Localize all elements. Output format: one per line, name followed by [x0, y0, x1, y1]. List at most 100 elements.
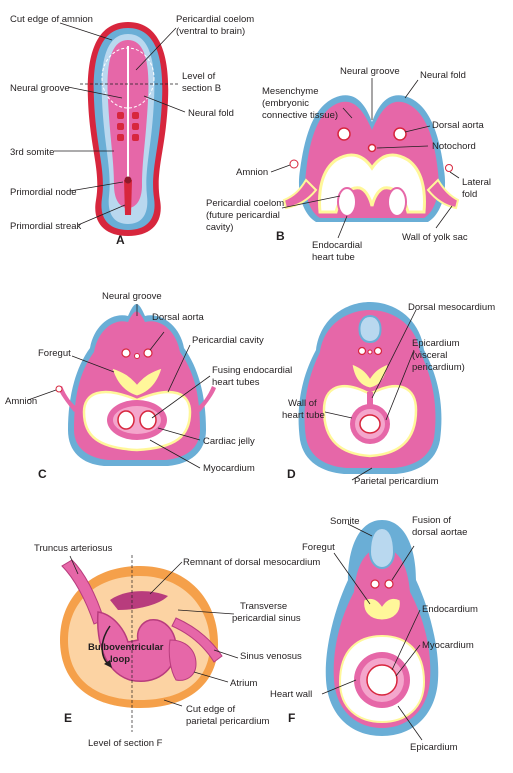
label-neural-groove: Neural groove [102, 291, 162, 302]
leader-line [149, 331, 165, 351]
somites [117, 112, 139, 141]
leader-line [149, 561, 183, 595]
label-epicardium: Epicardium [412, 338, 460, 349]
foregut [363, 597, 401, 621]
leader-line [395, 644, 421, 677]
label-dorsal-aorta: Dorsal aorta [432, 120, 484, 131]
label-endocardium: Endocardium [422, 604, 478, 615]
lateral-folds [282, 178, 460, 210]
label-parietal-pericardium: Parietal pericardium [354, 476, 439, 487]
label-fusing-sub: heart tubes [212, 377, 260, 388]
leader-line [449, 171, 460, 179]
label-pericardial-coelom: Pericardial coelom [176, 14, 254, 25]
label-epicardium: Epicardium [410, 742, 458, 753]
panel-b-leaders [270, 78, 460, 239]
embryonic-disc-shape [80, 22, 178, 236]
label-neural-fold: Neural fold [188, 108, 234, 119]
label-primordial-streak: Primordial streak [10, 221, 82, 232]
panel-d: Dorsal mesocardium Epicardium (visceral … [282, 302, 495, 487]
panel-f: Somite Fusion of dorsal aortae Foregut E… [270, 515, 478, 753]
label-amnion: Amnion [236, 167, 268, 178]
label-fusion-sub: dorsal aortae [412, 527, 467, 538]
panel-letter-e: E [64, 711, 72, 725]
label-fusing: Fusing endocardial [212, 365, 292, 376]
label-pericardial-coelom-sub2: cavity) [206, 222, 233, 233]
amnion-stub-left [289, 159, 299, 169]
primordial-node [124, 176, 132, 184]
sinus-venosus [171, 617, 223, 663]
truncus-arteriosus [61, 559, 105, 625]
dorsal-aorta-right [373, 346, 383, 356]
leader-line [69, 555, 79, 575]
label-epicardium-sub2: pericardium) [412, 362, 465, 373]
leader-line [391, 609, 421, 671]
foregut [351, 363, 389, 389]
panel-c-leaders [27, 304, 211, 469]
leader-line [149, 439, 201, 469]
panel-letter-f: F [288, 711, 295, 725]
label-epicardium-sub: (visceral [412, 350, 447, 361]
amnion-fold-left [58, 386, 78, 412]
pericardial-coelom-outline [101, 47, 155, 109]
somite [132, 134, 139, 141]
loop-arrow [101, 625, 111, 665]
leader-line [347, 523, 373, 537]
label-bulboventricular-sub: loop [110, 654, 130, 665]
loop-arrowhead [104, 660, 112, 668]
leader-line [270, 164, 291, 173]
label-sinus-venosus: Sinus venosus [240, 651, 302, 662]
dorsal-aorta-left [357, 346, 367, 356]
label-cut-edge: Cut edge of [186, 704, 235, 715]
label-transverse-sinus: Transverse [240, 601, 287, 612]
leader-line [321, 679, 357, 695]
leader-line [67, 86, 123, 99]
label-level-section-b-sub: section B [182, 83, 221, 94]
somite [117, 123, 124, 130]
label-remnant-mesocardium: Remnant of dorsal mesocardium [183, 557, 320, 568]
label-dorsal-aorta: Dorsal aorta [152, 312, 204, 323]
notochord [134, 353, 140, 359]
label-dorsal-mesocardium: Dorsal mesocardium [408, 302, 495, 313]
neural-tube [358, 314, 382, 344]
label-bulboventricular: Bulboventricular [88, 642, 164, 653]
label-lateral-fold-sub: fold [462, 189, 477, 200]
label-cut-edge-sub: parietal pericardium [186, 716, 270, 727]
notochord [367, 349, 373, 355]
panel-f-leaders [321, 523, 423, 741]
amnion-stub [55, 385, 63, 393]
leader-line [385, 349, 415, 421]
leader-line [351, 467, 373, 481]
panel-letter-c: C [38, 467, 47, 481]
leader-line [397, 705, 423, 741]
label-wall-heart-tube-sub: heart tube [282, 410, 325, 421]
leader-line [435, 205, 453, 229]
panel-c: Neural groove Dorsal aorta Foregut Peric… [5, 291, 292, 481]
label-wall-heart-tube: Wall of [288, 398, 317, 409]
label-amnion: Amnion [5, 396, 37, 407]
leader-line [376, 145, 429, 149]
panel-letter-d: D [287, 467, 296, 481]
label-neural-groove: Neural groove [340, 66, 400, 77]
dorsal-aorta-left [337, 127, 351, 141]
fused-dorsal-aorta-left [370, 579, 380, 589]
label-myocardium: Myocardium [422, 640, 474, 651]
panel-letter-a: A [116, 233, 125, 247]
primordial-streak [124, 180, 132, 215]
amnion-fold-right [196, 386, 216, 412]
somite [117, 134, 124, 141]
panel-e: Truncus arteriosus Remnant of dorsal mes… [34, 543, 320, 749]
leader-line [135, 27, 177, 71]
amnion-stub-right [445, 164, 453, 172]
leader-line [193, 671, 229, 683]
endocardial-tube-right [387, 187, 407, 217]
label-neural-groove: Neural groove [10, 83, 70, 94]
label-level-section-f: Level of section F [88, 738, 163, 749]
somite [132, 112, 139, 119]
leader-line [371, 309, 417, 399]
panel-e-leaders [69, 555, 239, 707]
atrium [168, 639, 197, 681]
leader-line [59, 22, 113, 41]
somite [132, 123, 139, 130]
label-somite: Somite [330, 516, 360, 527]
